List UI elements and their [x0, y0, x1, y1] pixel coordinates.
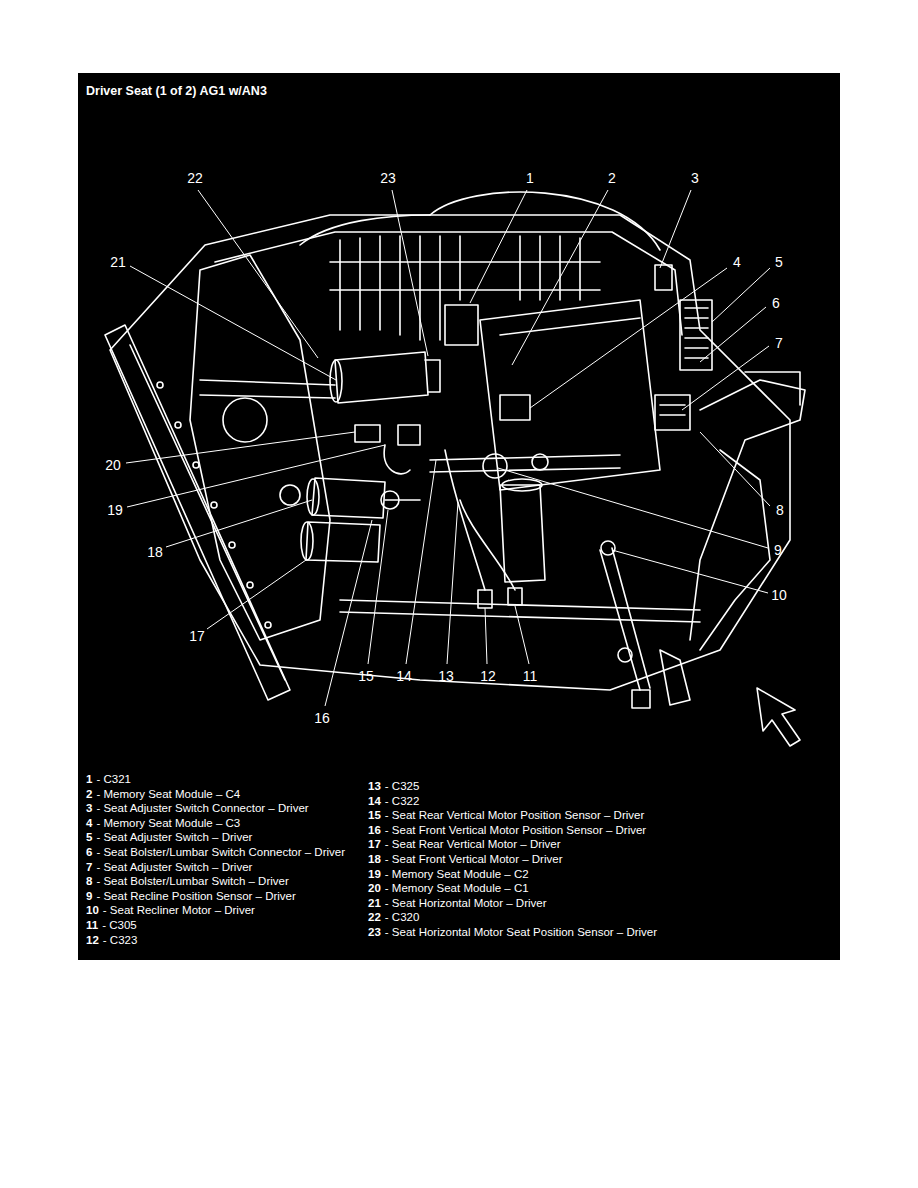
legend-text: - Seat Bolster/Lumbar Switch – Driver: [96, 876, 288, 888]
legend-number: 2: [86, 789, 92, 801]
legend-text: - Seat Adjuster Switch Connector – Drive…: [96, 803, 308, 815]
callout-number: 20: [105, 458, 121, 472]
callout-number: 17: [189, 629, 205, 643]
callout-number: 16: [314, 711, 330, 725]
legend-number: 18: [368, 854, 381, 866]
callout-number: 5: [775, 255, 783, 269]
legend-text: - Seat Adjuster Switch – Driver: [96, 862, 252, 874]
legend-text: - Memory Seat Module – C1: [385, 883, 529, 895]
callout-number: 10: [771, 588, 787, 602]
legend-number: 1: [86, 774, 92, 786]
legend-number: 11: [86, 920, 98, 932]
callout-number: 19: [107, 503, 123, 517]
legend-number: 10: [86, 905, 99, 917]
legend-text: - C322: [385, 796, 420, 808]
legend-number: 5: [86, 832, 92, 844]
legend-text: - C323: [103, 935, 138, 947]
callout-number: 23: [380, 171, 396, 185]
legend-number: 9: [86, 891, 92, 903]
legend-number: 17: [368, 839, 381, 851]
legend-number: 6: [86, 847, 92, 859]
legend-text: - Memory Seat Module – C2: [385, 869, 529, 881]
legend-text: - Memory Seat Module – C3: [96, 818, 240, 830]
callout-number: 8: [776, 503, 784, 517]
legend-text: - Memory Seat Module – C4: [96, 789, 240, 801]
diagram-title: Driver Seat (1 of 2) AG1 w/AN3: [86, 84, 267, 98]
callout-number: 12: [480, 669, 496, 683]
legend-number: 13: [368, 781, 381, 793]
legend-text: - C321: [96, 774, 131, 786]
callout-number: 13: [438, 669, 454, 683]
legend-number: 21: [368, 898, 381, 910]
legend-number: 12: [86, 935, 99, 947]
legend-text: - Seat Recline Position Sensor – Driver: [96, 891, 295, 903]
callout-number: 1: [526, 171, 534, 185]
legend-text: - Seat Bolster/Lumbar Switch Connector –…: [96, 847, 345, 859]
legend-number: 7: [86, 862, 92, 874]
legend-text: - Seat Front Vertical Motor Position Sen…: [385, 825, 646, 837]
callout-number: 2: [608, 171, 616, 185]
legend-number: 23: [368, 927, 381, 939]
callout-number: 4: [733, 255, 741, 269]
callout-number: 7: [775, 336, 783, 350]
legend-number: 20: [368, 883, 381, 895]
legend-text: - Seat Horizontal Motor – Driver: [385, 898, 547, 910]
legend-text: - C305: [102, 920, 137, 932]
callout-number: 14: [396, 669, 412, 683]
legend-text: - Seat Horizontal Motor Seat Position Se…: [385, 927, 657, 939]
legend-number: 15: [368, 810, 381, 822]
legend-text: - C325: [385, 781, 420, 793]
legend-text: - C320: [385, 912, 420, 924]
legend-text: - Seat Adjuster Switch – Driver: [96, 832, 252, 844]
legend-number: 19: [368, 869, 381, 881]
legend-number: 3: [86, 803, 92, 815]
legend-text: - Seat Recliner Motor – Driver: [103, 905, 255, 917]
callout-number: 11: [523, 669, 538, 683]
legend-number: 14: [368, 796, 381, 808]
callout-number: 18: [147, 545, 163, 559]
callout-number: 6: [772, 296, 780, 310]
legend-number: 16: [368, 825, 381, 837]
callout-number: 15: [358, 669, 374, 683]
legend-text: - Seat Front Vertical Motor – Driver: [385, 854, 563, 866]
callout-number: 3: [691, 171, 699, 185]
legend-number: 22: [368, 912, 381, 924]
legend-text: - Seat Rear Vertical Motor – Driver: [385, 839, 561, 851]
legend-number: 4: [86, 818, 92, 830]
callout-number: 22: [187, 171, 203, 185]
legend-number: 8: [86, 876, 92, 888]
callout-number: 9: [774, 543, 782, 557]
callout-number: 21: [110, 255, 126, 269]
legend-text: - Seat Rear Vertical Motor Position Sens…: [385, 810, 645, 822]
